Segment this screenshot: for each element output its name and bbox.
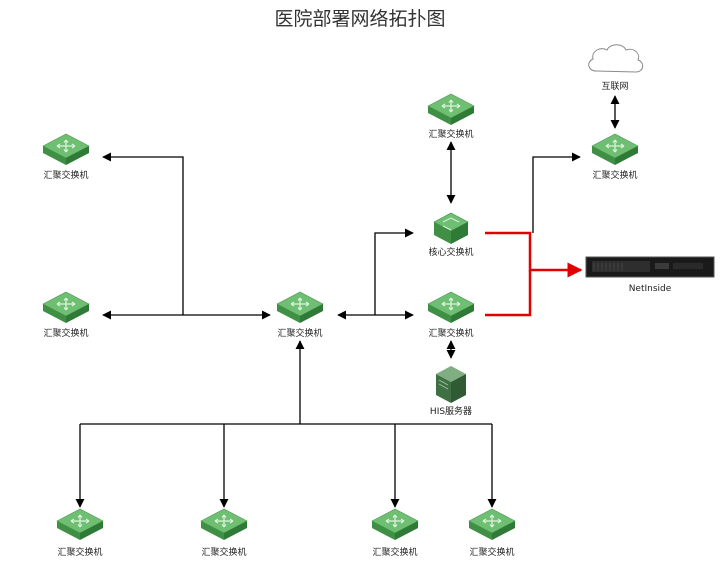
mirror-link-switch <box>485 270 532 317</box>
internet-node: 互联网 <box>588 44 644 92</box>
switch-icon <box>371 508 419 541</box>
server-tower-icon <box>436 366 466 403</box>
cloud-icon <box>588 44 644 73</box>
switch-icon <box>42 291 90 324</box>
switch-bottom-2: 汇聚交换机 <box>200 508 248 558</box>
switch-left-mid: 汇聚交换机 <box>42 291 90 339</box>
netinside-appliance: NetInside <box>585 256 715 294</box>
switch-icon <box>468 508 516 541</box>
switch-bottom-3: 汇聚交换机 <box>371 508 419 558</box>
switch-icon <box>56 508 104 541</box>
link-core-to-internet-switch <box>532 152 581 233</box>
switch-label: 汇聚交换机 <box>57 546 102 558</box>
switch-label: 汇聚交换机 <box>43 169 88 181</box>
switch-label: 汇聚交换机 <box>43 327 88 339</box>
switch-label: 汇聚交换机 <box>428 327 473 339</box>
switch-icon <box>591 133 639 166</box>
core-switch: 核心交换机 <box>428 212 474 258</box>
his-server: HIS服务器 <box>430 366 472 417</box>
switch-label: 汇聚交换机 <box>372 546 417 558</box>
connections <box>75 95 620 508</box>
switch-label: 汇聚交换机 <box>277 327 322 339</box>
switch-left-top: 汇聚交换机 <box>42 133 90 181</box>
switch-label: 汇聚交换机 <box>592 169 637 181</box>
switch-bottom-4: 汇聚交换机 <box>468 508 516 558</box>
core-switch-label: 核心交换机 <box>428 246 473 258</box>
switch-label: 汇聚交换机 <box>428 128 473 140</box>
switch-internet: 汇聚交换机 <box>591 133 639 181</box>
core-switch-icon <box>433 212 469 244</box>
switch-right: 汇聚交换机 <box>427 291 475 339</box>
switch-bottom-1: 汇聚交换机 <box>56 508 104 558</box>
switch-label: 汇聚交换机 <box>469 546 514 558</box>
mirror-link-core <box>485 231 583 278</box>
switch-icon <box>200 508 248 541</box>
switch-icon <box>42 133 90 166</box>
link-to-core-switch <box>374 228 414 315</box>
diagram-title: 医院部署网络拓扑图 <box>274 8 446 30</box>
his-server-label: HIS服务器 <box>430 405 472 417</box>
switch-icon <box>276 291 324 324</box>
netinside-label: NetInside <box>629 284 672 294</box>
internet-label: 互联网 <box>601 81 628 92</box>
switch-icon <box>427 93 475 126</box>
switch-top: 汇聚交换机 <box>427 93 475 140</box>
switch-icon <box>427 291 475 324</box>
link-to-left-top-switch <box>102 152 184 315</box>
switch-label: 汇聚交换机 <box>201 546 246 558</box>
switch-center: 汇聚交换机 <box>276 291 324 339</box>
